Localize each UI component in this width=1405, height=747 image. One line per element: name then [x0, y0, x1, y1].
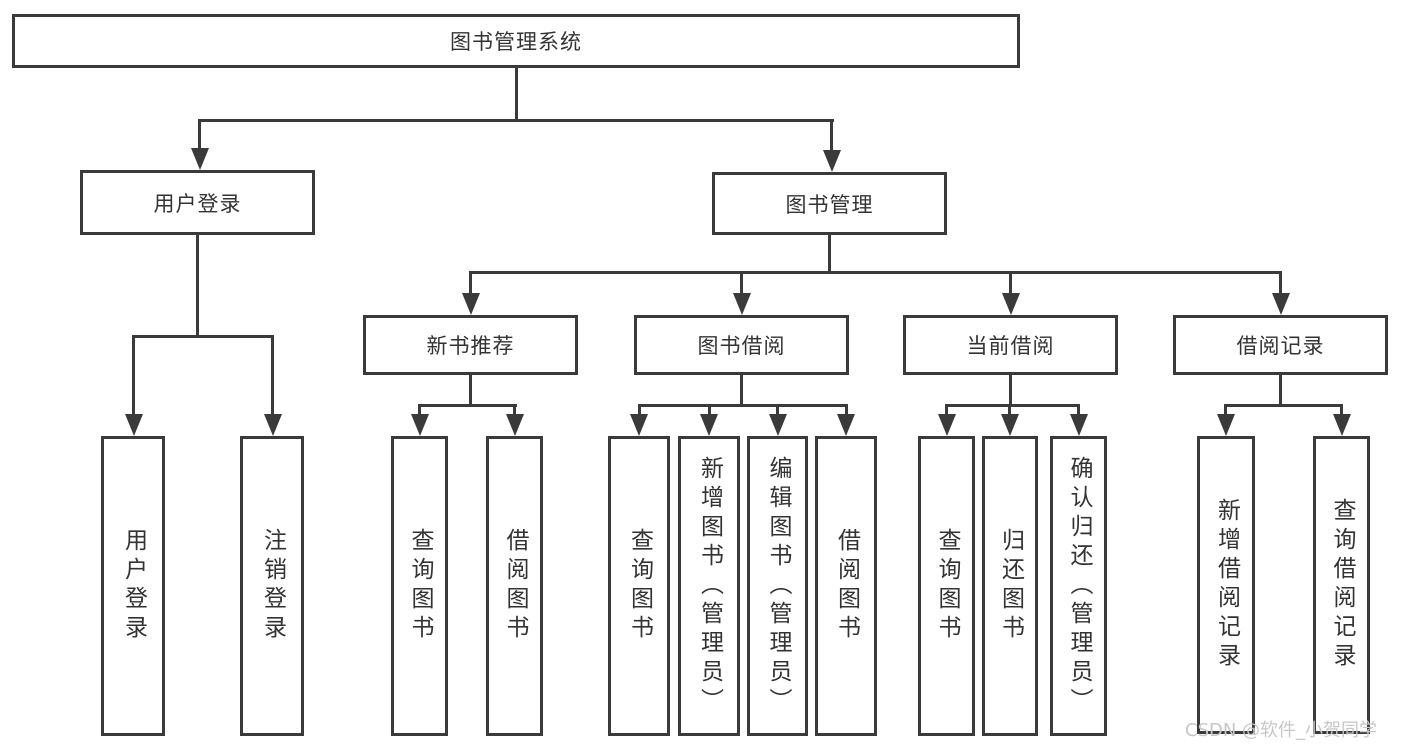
- connector-line: [945, 404, 948, 416]
- connector-line: [1224, 404, 1343, 407]
- connector-line: [1279, 271, 1282, 297]
- node-leaf-bb-query-books: 查询图书: [608, 436, 670, 736]
- connector-line: [418, 404, 421, 416]
- arrow-down-icon: [1333, 414, 1351, 436]
- connector-line: [638, 404, 641, 416]
- connector-line: [1224, 404, 1227, 416]
- node-leaf-cb-confirm-return: 确认归还（管理员）: [1050, 436, 1107, 736]
- node-leaf-nb-query-books: 查询图书: [391, 436, 448, 736]
- connector-line: [830, 119, 833, 153]
- arrow-down-icon: [769, 414, 787, 436]
- node-book-management: 图书管理: [712, 172, 947, 235]
- arrow-down-icon: [630, 414, 648, 436]
- connector-line: [828, 235, 831, 274]
- arrow-down-icon: [837, 414, 855, 436]
- node-leaf-br-query-record: 查询借阅记录: [1313, 436, 1370, 734]
- arrow-down-icon: [700, 414, 718, 436]
- arrow-down-icon: [125, 414, 143, 436]
- arrow-down-icon: [1001, 414, 1019, 436]
- connector-line: [1009, 271, 1012, 297]
- node-new-book-recommend: 新书推荐: [363, 315, 578, 375]
- connector-line: [515, 68, 518, 122]
- connector-line: [469, 271, 1282, 274]
- connector-line: [196, 235, 199, 338]
- connector-line: [271, 335, 274, 415]
- node-leaf-bb-borrow-books: 借阅图书: [815, 436, 877, 736]
- node-leaf-cb-query-books: 查询图书: [918, 436, 975, 736]
- connector-line: [638, 404, 848, 407]
- connector-line: [1077, 404, 1080, 416]
- arrow-down-icon: [411, 414, 429, 436]
- arrow-down-icon: [733, 293, 751, 315]
- arrow-down-icon: [264, 414, 282, 436]
- arrow-down-icon: [1272, 293, 1290, 315]
- connector-line: [740, 375, 743, 407]
- connector-line: [708, 404, 711, 416]
- connector-line: [845, 404, 848, 416]
- connector-line: [1009, 375, 1012, 407]
- arrow-down-icon: [1002, 293, 1020, 315]
- connector-line: [740, 271, 743, 297]
- arrow-down-icon: [1070, 414, 1088, 436]
- node-leaf-bb-edit-books: 编辑图书（管理员）: [747, 436, 808, 736]
- connector-line: [1340, 404, 1343, 416]
- arrow-down-icon: [1217, 414, 1235, 436]
- connector-line: [132, 335, 135, 415]
- node-leaf-cb-return-books: 归还图书: [982, 436, 1038, 736]
- connector-line: [469, 375, 472, 407]
- connector-line: [132, 335, 274, 338]
- node-leaf-bb-add-books: 新增图书（管理员）: [678, 436, 740, 736]
- arrow-down-icon: [506, 414, 524, 436]
- connector-line: [945, 404, 1080, 407]
- node-leaf-nb-borrow-books: 借阅图书: [486, 436, 543, 736]
- connector-line: [1008, 404, 1011, 416]
- connector-line: [776, 404, 779, 416]
- node-book-borrowing: 图书借阅: [634, 315, 849, 375]
- node-root: 图书管理系统: [12, 14, 1020, 68]
- node-leaf-br-add-record: 新增借阅记录: [1197, 436, 1255, 734]
- connector-line: [198, 119, 834, 122]
- node-current-borrowing: 当前借阅: [903, 315, 1118, 375]
- node-borrow-records: 借阅记录: [1173, 315, 1388, 375]
- arrow-down-icon: [938, 414, 956, 436]
- connector-line: [513, 404, 516, 416]
- arrow-down-icon: [462, 293, 480, 315]
- connector-line: [1279, 375, 1282, 407]
- connector-line: [469, 271, 472, 297]
- arrow-down-icon: [823, 150, 841, 172]
- connector-line: [418, 404, 517, 407]
- connector-line: [198, 119, 201, 151]
- node-leaf-user-login: 用户登录: [101, 436, 165, 736]
- watermark: CSDN @软件_小贺同学: [1185, 720, 1378, 741]
- node-leaf-logout: 注销登录: [240, 436, 304, 736]
- arrow-down-icon: [191, 148, 209, 170]
- node-user-login: 用户登录: [80, 170, 315, 235]
